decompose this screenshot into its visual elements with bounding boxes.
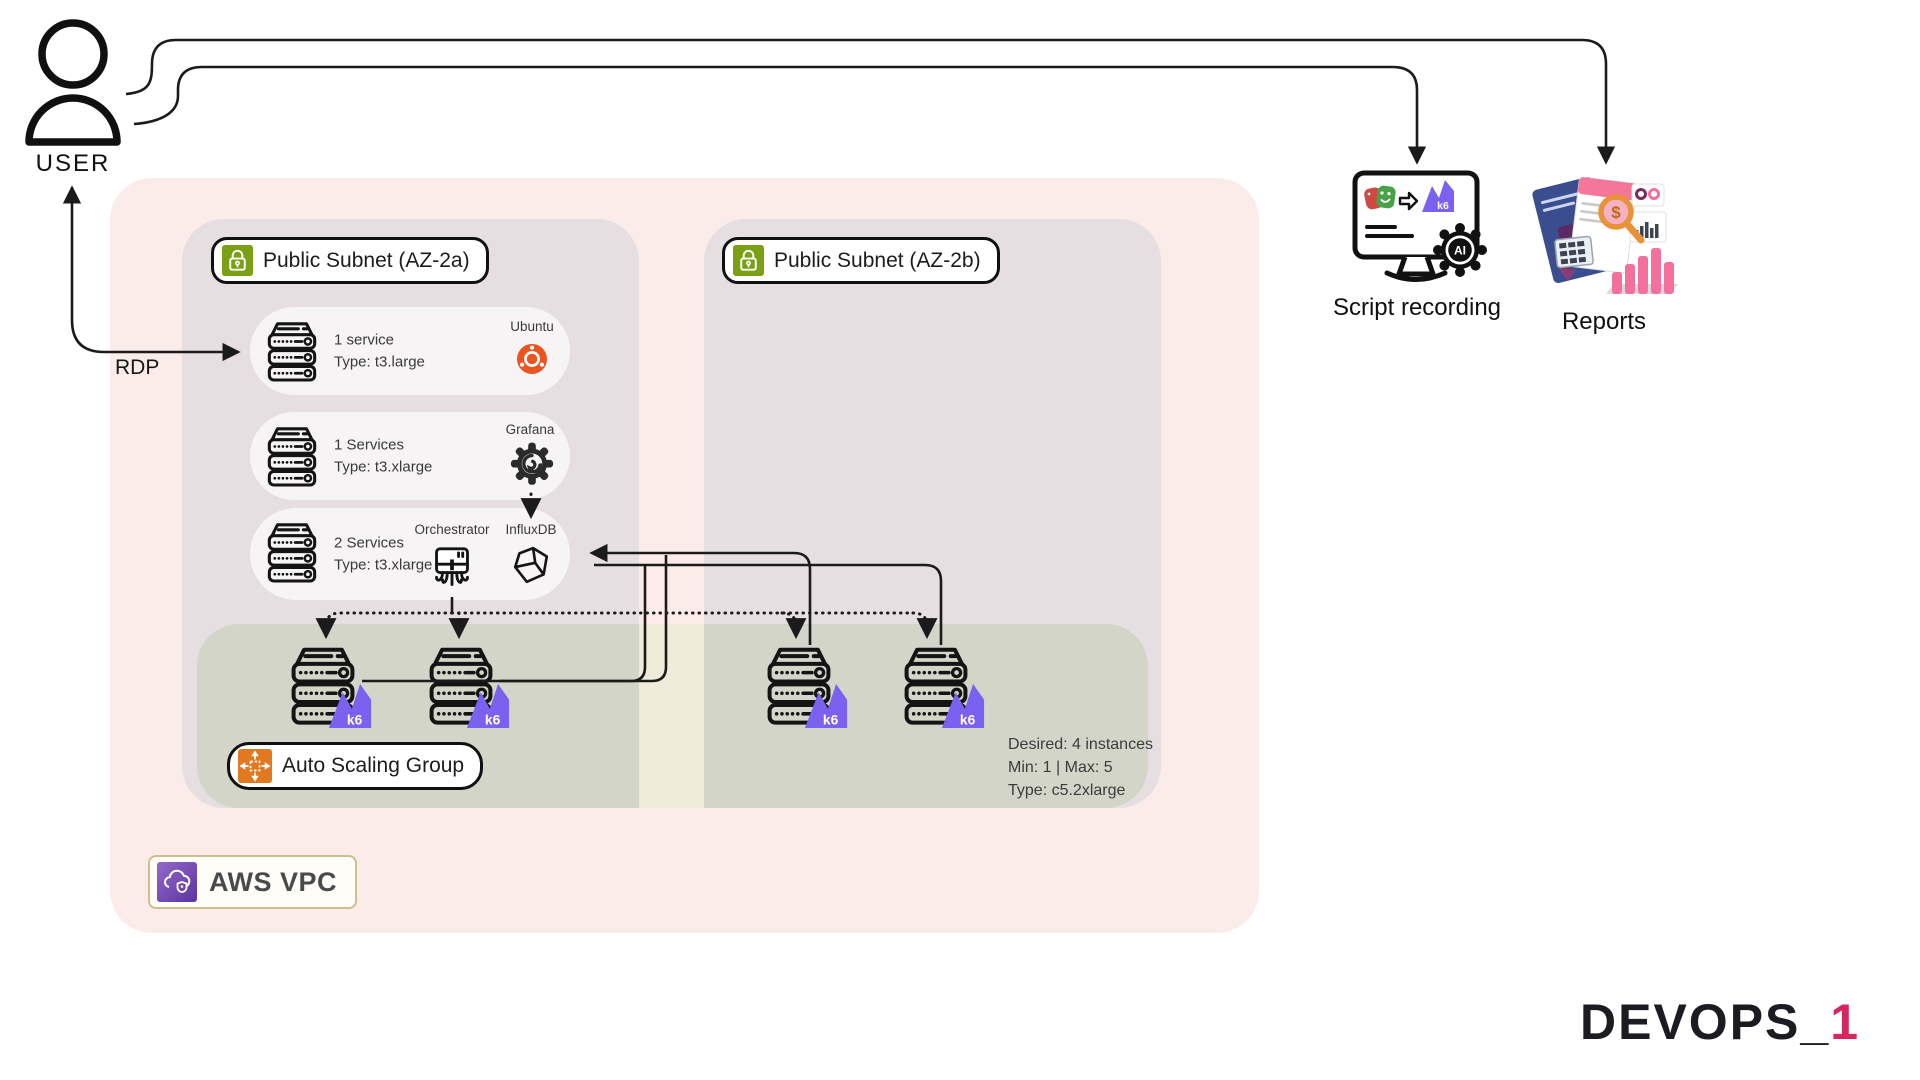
asg-instance-type: Type: c5.2xlarge xyxy=(1008,782,1126,800)
svg-text:k6: k6 xyxy=(347,712,363,727)
server-icon xyxy=(263,521,321,583)
server-icon xyxy=(263,320,321,382)
subnet-label-az2b: Public Subnet (AZ-2b) xyxy=(722,237,1000,284)
lock-icon xyxy=(733,245,764,276)
ubuntu-icon xyxy=(517,344,547,374)
lock-icon xyxy=(222,245,253,276)
service-count: 1 service xyxy=(334,331,395,349)
ai-gear-icon: AI xyxy=(1433,223,1487,277)
svg-text:k6: k6 xyxy=(823,712,839,727)
k6-logo: k6 xyxy=(328,684,372,728)
influxdb-icon xyxy=(513,546,549,584)
line-user-to-reports xyxy=(125,38,1616,165)
svg-text:$: $ xyxy=(1611,203,1621,222)
asg-label-text: Auto Scaling Group xyxy=(282,754,465,777)
orchestrator-label: Orchestrator xyxy=(414,522,490,537)
user-label: USER xyxy=(35,150,111,177)
user-icon xyxy=(25,19,121,146)
k6-logo: k6 xyxy=(804,684,848,728)
devops1-logo: DEVOPS_1 xyxy=(1580,993,1860,1051)
ubuntu-label: Ubuntu xyxy=(510,319,554,334)
service-count: 1 Services xyxy=(334,436,405,454)
bar-chart-pink xyxy=(1606,248,1678,294)
k6-logo: k6 xyxy=(1422,180,1454,212)
subnet-label-text: Public Subnet (AZ-2b) xyxy=(774,248,981,272)
grafana-icon xyxy=(510,442,554,485)
asg-desired: Desired: 4 instances xyxy=(1008,736,1153,753)
script-recording-icon: k6 xyxy=(1352,170,1480,282)
calculator-icon xyxy=(1554,235,1594,269)
brand-black: DEVOPS_ xyxy=(1580,994,1831,1050)
theater-masks-icon xyxy=(1364,185,1396,210)
service-card-ubuntu: 1 service Type: t3.large Ubuntu xyxy=(250,307,570,395)
arrow-right-icon xyxy=(1398,191,1419,211)
server-icon xyxy=(263,425,321,487)
service-type: Type: t3.xlarge xyxy=(334,458,433,475)
brand-accent: 1 xyxy=(1830,994,1861,1050)
svg-text:k6: k6 xyxy=(960,712,976,727)
rdp-label: RDP xyxy=(115,356,160,379)
service-card-grafana: 1 Services Type: t3.xlarge Grafana xyxy=(250,412,570,500)
magnifier-icon: $ xyxy=(1598,194,1645,244)
service-type: Type: t3.xlarge xyxy=(334,556,433,573)
svg-text:AI: AI xyxy=(1454,244,1466,258)
reports-label: Reports xyxy=(1561,308,1647,335)
auto-scaling-icon xyxy=(238,749,272,783)
orchestrator-icon xyxy=(435,547,469,586)
subnet-label-text: Public Subnet (AZ-2a) xyxy=(263,248,470,272)
script-recording-label: Script recording xyxy=(1332,294,1502,321)
svg-text:k6: k6 xyxy=(1437,200,1449,212)
asg-details: Desired: 4 instances Min: 1 | Max: 5 Typ… xyxy=(1008,733,1153,803)
service-count: 2 Services xyxy=(334,534,405,552)
grafana-label: Grafana xyxy=(505,422,555,437)
vpc-icon xyxy=(157,862,197,902)
k6-logo: k6 xyxy=(466,684,510,728)
service-type: Type: t3.large xyxy=(334,353,425,370)
asg-label: Auto Scaling Group xyxy=(227,742,484,790)
line-user-to-script-recording xyxy=(133,65,1427,165)
svg-text:k6: k6 xyxy=(485,712,501,727)
k6-logo: k6 xyxy=(941,684,985,728)
service-card-orchestrator-influxdb: 2 Services Type: t3.xlarge Orchestrator … xyxy=(250,508,570,600)
aws-vpc-label: AWS VPC xyxy=(148,855,358,909)
asg-min-max: Min: 1 | Max: 5 xyxy=(1008,759,1113,777)
reports-icon: $ xyxy=(1532,176,1678,294)
aws-vpc-text: AWS VPC xyxy=(209,866,338,897)
asg-band-gap xyxy=(639,624,704,808)
influxdb-label: InfluxDB xyxy=(505,522,557,537)
subnet-label-az2a: Public Subnet (AZ-2a) xyxy=(211,237,489,284)
